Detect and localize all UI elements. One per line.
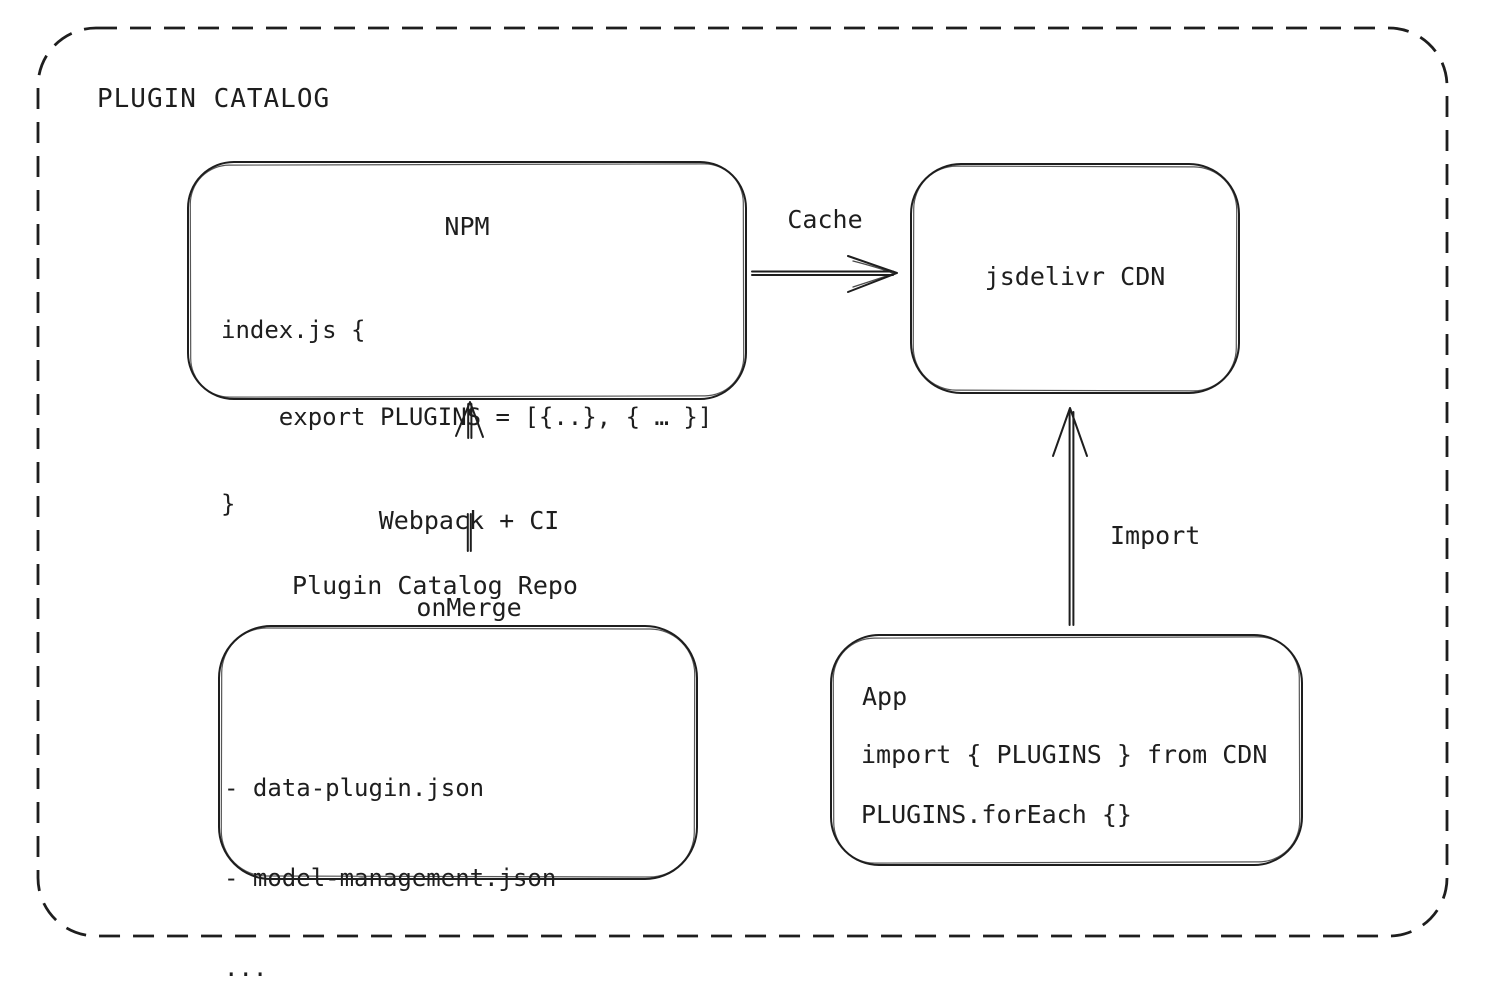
build-arrow-label-line1: Webpack + CI [378, 506, 560, 535]
build-arrow-label: Webpack + CI onMerge [319, 448, 619, 680]
app-title: App [862, 682, 908, 711]
npm-code-line: export PLUGINS = [{..}, { … }] [221, 403, 713, 431]
repo-file-item: ... [224, 954, 268, 982]
repo-file-list: - data-plugin.json - model-management.js… [224, 713, 556, 1002]
repo-box [218, 625, 698, 880]
app-box [830, 634, 1303, 866]
npm-title: NPM [444, 212, 490, 241]
build-arrow [455, 401, 484, 552]
diagram-title: PLUGIN CATALOG [97, 84, 331, 114]
import-arrow-label: Import [1110, 521, 1201, 550]
repo-label: Plugin Catalog Repo [292, 571, 578, 600]
repo-file-item: - model-management.json [224, 864, 557, 892]
npm-code-line: } [221, 490, 236, 518]
cdn-box [910, 163, 1240, 394]
app-code-line: import { PLUGINS } from CDN [861, 740, 1268, 769]
app-code-line: PLUGINS.forEach {} [861, 800, 1132, 829]
cdn-label: jsdelivr CDN [984, 262, 1166, 291]
catalog-frame-border [36, 26, 1449, 938]
npm-box [187, 161, 747, 400]
import-arrow [1052, 407, 1088, 626]
cache-arrow-label: Cache [787, 205, 863, 234]
npm-code: index.js { export PLUGINS = [{..}, { … }… [221, 258, 712, 577]
repo-file-item: - data-plugin.json [224, 774, 485, 802]
npm-code-line: index.js { [221, 316, 366, 344]
cache-arrow [751, 255, 898, 293]
build-arrow-label-line2: onMerge [416, 593, 522, 622]
